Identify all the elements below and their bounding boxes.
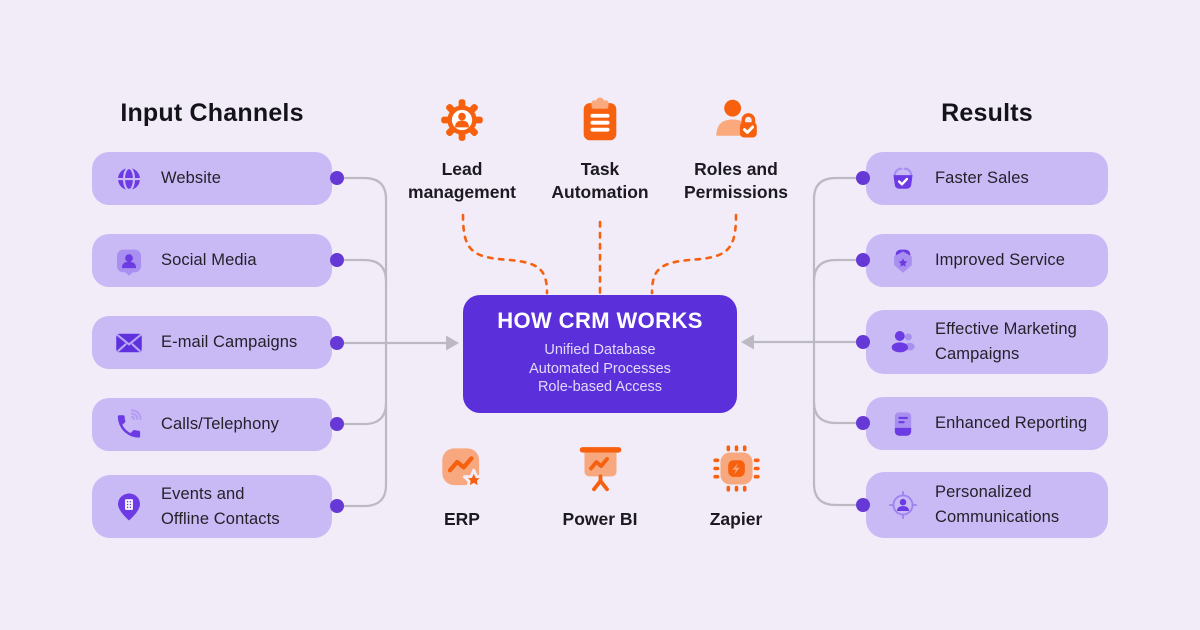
module-label: Roles and Permissions	[683, 159, 789, 202]
pill-label: Faster Sales	[935, 169, 1029, 188]
target-person-icon	[886, 488, 920, 522]
feature-role-based-access: Role-based Access	[537, 379, 663, 396]
globe-icon	[112, 162, 146, 196]
erp-chart-star-icon	[434, 440, 491, 497]
integration-zapier: Zapier	[661, 440, 811, 531]
module-roles-permissions: Roles and Permissions	[661, 93, 811, 204]
chip-bolt-icon	[708, 440, 765, 497]
feature-automated-processes: Automated Processes	[529, 360, 671, 377]
result-pill-enhanced-reporting: Enhanced Reporting	[866, 397, 1108, 450]
integration-erp: ERP	[387, 440, 537, 531]
map-pin-building-icon	[112, 490, 146, 524]
module-label: Task Automation	[551, 159, 649, 202]
report-book-icon	[886, 407, 920, 441]
pill-label: Personalized Communications	[935, 483, 1060, 526]
result-pill-improved-service: Improved Service	[866, 234, 1108, 287]
arrow-left-icon	[741, 334, 754, 350]
result-pill-personalized-communications: Personalized Communications	[866, 472, 1108, 538]
input-channels-heading: Input Channels	[120, 99, 304, 127]
pill-label: Improved Service	[935, 251, 1065, 270]
how-crm-works-box: HOW CRM WORKS Unified Database Automated…	[463, 295, 737, 413]
module-task-automation: Task Automation	[525, 93, 675, 204]
arrow-right-icon	[446, 335, 459, 351]
input-pill-website: Website	[92, 152, 332, 205]
gear-person-icon	[435, 93, 489, 147]
integration-power-bi: Power BI	[525, 440, 675, 531]
pill-label: E-mail Campaigns	[161, 333, 298, 352]
result-pill-effective-marketing: Effective Marketing Campaigns	[866, 310, 1108, 374]
pill-label: Enhanced Reporting	[935, 414, 1088, 433]
result-pill-faster-sales: Faster Sales	[866, 152, 1108, 205]
input-pill-events-offline: Events and Offline Contacts	[92, 475, 332, 538]
pill-label: Effective Marketing Campaigns	[935, 320, 1077, 363]
presentation-chart-icon	[572, 440, 629, 497]
user-lock-icon	[709, 93, 763, 147]
center-title: HOW CRM WORKS	[497, 308, 703, 333]
pill-label: Calls/Telephony	[161, 415, 279, 434]
social-media-icon	[112, 244, 146, 278]
pill-label: Events and Offline Contacts	[161, 484, 280, 528]
input-pill-email-campaigns: E-mail Campaigns	[92, 316, 332, 369]
integration-label: Power BI	[562, 509, 638, 529]
integration-label: ERP	[444, 509, 480, 529]
feature-unified-database: Unified Database	[544, 342, 656, 358]
people-icon	[886, 325, 920, 359]
basket-check-icon	[886, 162, 920, 196]
phone-icon	[112, 408, 146, 442]
shield-star-icon	[886, 244, 920, 278]
input-pill-social-media: Social Media	[92, 234, 332, 287]
module-lead-management: Lead management	[387, 93, 537, 204]
pill-label: Social Media	[161, 251, 257, 270]
input-pill-calls-telephony: Calls/Telephony	[92, 398, 332, 451]
results-heading: Results	[941, 99, 1033, 127]
pill-label: Website	[161, 169, 222, 188]
module-label: Lead management	[408, 159, 516, 202]
integration-label: Zapier	[709, 509, 763, 529]
email-icon	[112, 326, 146, 360]
clipboard-icon	[573, 93, 627, 147]
